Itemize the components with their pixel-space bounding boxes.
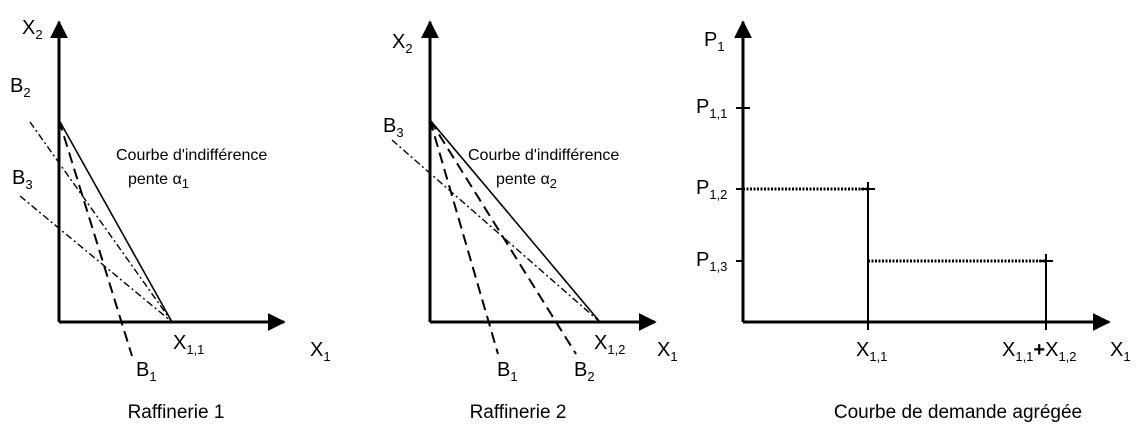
panel3-point-p12 — [861, 182, 875, 196]
panel1-caption: Raffinerie 1 — [128, 402, 225, 423]
panel2-intercept-label: X1,2 — [594, 332, 625, 357]
panel2-indifference-curve — [429, 119, 601, 323]
panel2-x-axis-label: X1 — [657, 339, 678, 364]
panel3-x-axis-label: X1 — [1110, 339, 1131, 364]
panel3-label-x11: X1,1 — [856, 339, 887, 364]
panel2-y-axis-label: X2 — [392, 31, 413, 56]
panel1-intercept-label: X1,1 — [173, 332, 204, 357]
panel3-label-p11: P1,1 — [696, 96, 727, 121]
panel1-label-b2: B2 — [10, 75, 31, 100]
panel2-indifference-note: Courbe d'indifférence — [468, 147, 619, 164]
panel3-label-xsum: X1,1+X1,2 — [1002, 339, 1077, 364]
panel2-budget-line-b3 — [391, 139, 601, 323]
panel2-budget-line-b1 — [429, 119, 499, 355]
panel-aggregate-demand: P1 X1 P1,1 P1,2 P1,3 X1,1 X1,1+X1,2 Cour… — [696, 20, 1131, 423]
panel1-indifference-note: Courbe d'indifférence — [116, 147, 267, 164]
panel2-slope-note: pente α2 — [496, 171, 557, 191]
panel2-budget-line-b2 — [429, 119, 577, 355]
panel1-label-b3: B3 — [12, 167, 33, 192]
panel3-point-p13 — [1039, 254, 1053, 268]
panel1-budget-line-b2 — [29, 121, 173, 323]
panel1-budget-line-b3 — [19, 195, 173, 323]
panel3-label-p12: P1,2 — [696, 177, 727, 202]
panel2-label-b1: B1 — [497, 359, 518, 384]
panel-raffinerie-1: X2 X1 B2 B3 B1 X1,1 Courbe d'indifférenc… — [10, 17, 331, 423]
panel3-caption: Courbe de demande agrégée — [834, 402, 1082, 423]
panel1-indifference-curve — [58, 119, 173, 323]
panel2-caption: Raffinerie 2 — [470, 402, 567, 423]
panel1-budget-line-b1 — [58, 119, 133, 357]
panel2-label-b2: B2 — [574, 359, 595, 384]
panel3-y-axis-label: P1 — [704, 29, 725, 54]
panel1-y-axis-label: X2 — [22, 17, 43, 42]
panel1-x-axis-label: X1 — [310, 339, 331, 364]
panel-raffinerie-2: X2 X1 B3 B1 B2 X1,2 Courbe d'indifférenc… — [383, 20, 678, 423]
panel1-label-b1: B1 — [136, 359, 157, 384]
panel2-label-b3: B3 — [383, 115, 404, 140]
panel1-slope-note: pente α1 — [128, 171, 189, 191]
panel3-label-p13: P1,3 — [696, 249, 727, 274]
panel3-point-p11 — [736, 101, 750, 115]
